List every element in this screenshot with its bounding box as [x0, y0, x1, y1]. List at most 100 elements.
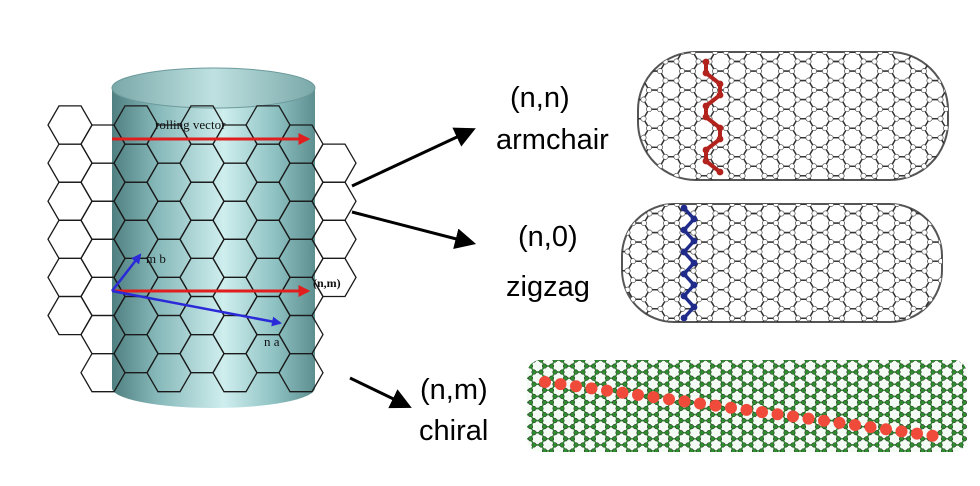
- tube-atom: [790, 393, 796, 399]
- tube-ring: [792, 450, 808, 452]
- tube-atom: [746, 344, 751, 349]
- tube-atom: [518, 467, 522, 471]
- tube-atom: [860, 153, 867, 160]
- tube-atom: [563, 352, 567, 356]
- tube-atom: [827, 134, 834, 141]
- tube-atom: [584, 448, 589, 452]
- tube-atom: [521, 352, 525, 356]
- tube-atom: [647, 387, 652, 393]
- tube-atom: [689, 461, 693, 465]
- tube-atom: [762, 430, 768, 436]
- tube-atom: [549, 461, 553, 465]
- tube-atom: [943, 163, 948, 170]
- tube-atom: [728, 455, 732, 459]
- tube-atom: [811, 183, 816, 188]
- tube-atom: [641, 192, 646, 197]
- tube-atom: [626, 448, 631, 452]
- highlight-atom: [716, 124, 724, 132]
- tube-atom: [608, 173, 613, 178]
- tube-atom: [822, 352, 826, 356]
- tube-atom: [822, 461, 826, 465]
- tube-atom: [511, 382, 515, 386]
- tube-atom: [643, 360, 649, 363]
- tube-atom: [893, 172, 900, 179]
- tube-atom: [938, 335, 943, 340]
- tube-atom: [926, 134, 933, 141]
- tube-atom: [756, 267, 763, 274]
- tube-atom: [699, 418, 705, 424]
- tube-atom: [844, 87, 850, 93]
- tube-ring: [624, 450, 640, 452]
- tube-atom: [749, 346, 753, 350]
- tube-ring: [529, 360, 546, 361]
- tube-atom: [740, 335, 745, 340]
- tube-atom: [742, 467, 746, 471]
- tube-atom: [822, 30, 827, 35]
- tube-atom: [954, 183, 959, 188]
- tube-atom: [770, 346, 774, 350]
- tube-atom: [654, 448, 659, 452]
- tube-atom: [591, 424, 596, 430]
- tube-atom: [608, 78, 613, 83]
- tube-ring: [634, 360, 651, 361]
- tube-atom: [763, 455, 767, 459]
- tube-atom: [770, 455, 774, 459]
- tube-atom: [646, 144, 652, 151]
- tube-atom: [773, 424, 778, 430]
- tube-atom: [613, 164, 618, 169]
- tube-atom: [748, 360, 754, 363]
- tube-atom: [624, 107, 629, 112]
- highlight-atom: [702, 146, 710, 154]
- tube-atom: [954, 69, 959, 74]
- tube-atom: [713, 192, 718, 197]
- tube-atom: [712, 248, 719, 255]
- tube-atom: [630, 258, 636, 265]
- tube-atom: [592, 306, 597, 311]
- tube-atom: [518, 358, 522, 362]
- tube-atom: [690, 229, 697, 236]
- tube-ring: [939, 165, 948, 180]
- tube-atom: [584, 436, 589, 442]
- tube-atom: [723, 210, 730, 217]
- tube-atom: [573, 393, 579, 399]
- tube-atom: [706, 134, 713, 141]
- tube-atom: [707, 335, 712, 340]
- tube-atom: [654, 412, 659, 418]
- tube-atom: [938, 258, 942, 265]
- tube-atom: [640, 134, 647, 141]
- tube-atom: [608, 335, 613, 340]
- tube-atom: [729, 277, 735, 284]
- tube-atom: [674, 335, 679, 340]
- tube-atom: [563, 375, 568, 381]
- tube-atom: [905, 220, 911, 226]
- tube-atom: [922, 192, 927, 197]
- tube-atom: [805, 153, 812, 160]
- tube-atom: [689, 352, 693, 356]
- tube-atom: [573, 406, 579, 411]
- tube-atom: [938, 296, 942, 303]
- tube-atom: [783, 393, 789, 399]
- tube-atom: [707, 467, 711, 471]
- tube-atom: [518, 370, 522, 374]
- tube-atom: [960, 297, 965, 302]
- tube-atom: [723, 248, 730, 255]
- tube-atom: [626, 436, 631, 442]
- tube-atom: [762, 220, 768, 226]
- tube-atom: [615, 430, 621, 436]
- tube-atom: [549, 363, 554, 369]
- tube-atom: [691, 325, 696, 330]
- tube-ring: [940, 212, 942, 234]
- tube-atom: [922, 192, 927, 197]
- tube-atom: [860, 115, 867, 122]
- tube-atom: [641, 204, 647, 207]
- tube-ring: [638, 156, 650, 177]
- tube-atom: [690, 68, 696, 74]
- tube-atom: [729, 315, 735, 322]
- tube-atom: [518, 431, 522, 435]
- tube-atom: [623, 346, 627, 350]
- tube-atom: [872, 335, 877, 340]
- tube-atom: [673, 134, 680, 141]
- tube-atom: [712, 183, 717, 188]
- tube-atom: [860, 134, 867, 141]
- tube-atom: [889, 344, 894, 349]
